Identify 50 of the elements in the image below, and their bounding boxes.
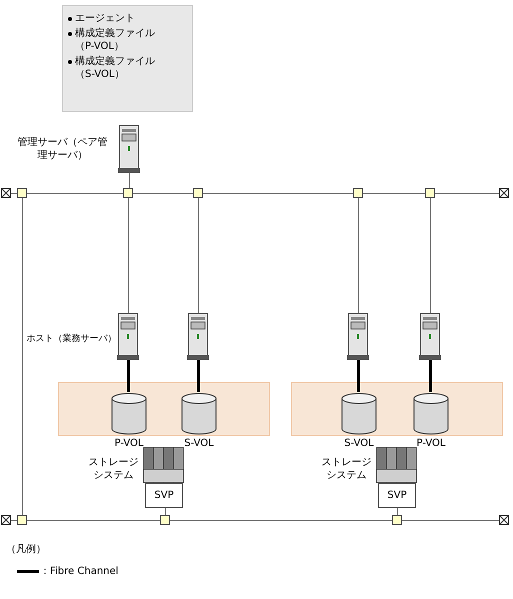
- switch-box: [17, 515, 27, 525]
- terminator-icon: [1, 188, 11, 198]
- connector-line: [165, 508, 166, 516]
- connector-line: [10, 193, 18, 194]
- connector-line: [129, 172, 130, 188]
- legend-text: ：Fibre Channel: [40, 565, 118, 578]
- info-box: [62, 5, 193, 112]
- connector-line: [358, 198, 359, 314]
- connector-line: [357, 360, 360, 392]
- connector-line: [429, 360, 432, 392]
- list-item: エージェント: [67, 12, 173, 25]
- connector-line: [132, 193, 194, 194]
- connector-line: [362, 193, 426, 194]
- connector-line: [434, 193, 500, 194]
- caption-label: ホスト（業務サーバ）: [26, 333, 117, 346]
- svp-box: SVP: [378, 483, 416, 508]
- connector-line: [430, 198, 431, 314]
- caption-label: ストレージシステム: [88, 456, 140, 482]
- connector-line: [26, 520, 160, 521]
- caption-label: ストレージシステム: [320, 456, 372, 482]
- connector-line: [10, 520, 18, 521]
- caption-label: 管理サーバ（ペア管理サーバ）: [16, 136, 108, 162]
- switch-box: [123, 188, 133, 198]
- svp-box: SVP: [145, 483, 183, 508]
- terminator-icon: [1, 515, 11, 525]
- switch-box: [353, 188, 363, 198]
- connector-line: [197, 360, 200, 392]
- volume-label: P-VOL: [114, 437, 144, 450]
- volume-label: S-VOL: [183, 437, 215, 450]
- connector-line: [170, 520, 392, 521]
- volume-label: S-VOL: [343, 437, 375, 450]
- connector-line: [127, 360, 130, 392]
- connector-line: [202, 193, 354, 194]
- connector-line: [26, 193, 124, 194]
- connector-line: [198, 198, 199, 314]
- connector-line: [397, 508, 398, 516]
- legend-heading: （凡例）: [6, 543, 46, 556]
- switch-box: [425, 188, 435, 198]
- terminator-icon: [499, 515, 509, 525]
- list-item: 構成定義ファイル（P-VOL）: [67, 27, 173, 53]
- connector-line: [128, 198, 129, 314]
- connector-line: [402, 520, 500, 521]
- volume-label: P-VOL: [416, 437, 446, 450]
- switch-box: [160, 515, 170, 525]
- terminator-icon: [499, 188, 509, 198]
- list-item: 構成定義ファイル（S-VOL）: [67, 55, 173, 81]
- connector-line: [22, 198, 23, 516]
- switch-box: [17, 188, 27, 198]
- switch-box: [392, 515, 402, 525]
- switch-box: [193, 188, 203, 198]
